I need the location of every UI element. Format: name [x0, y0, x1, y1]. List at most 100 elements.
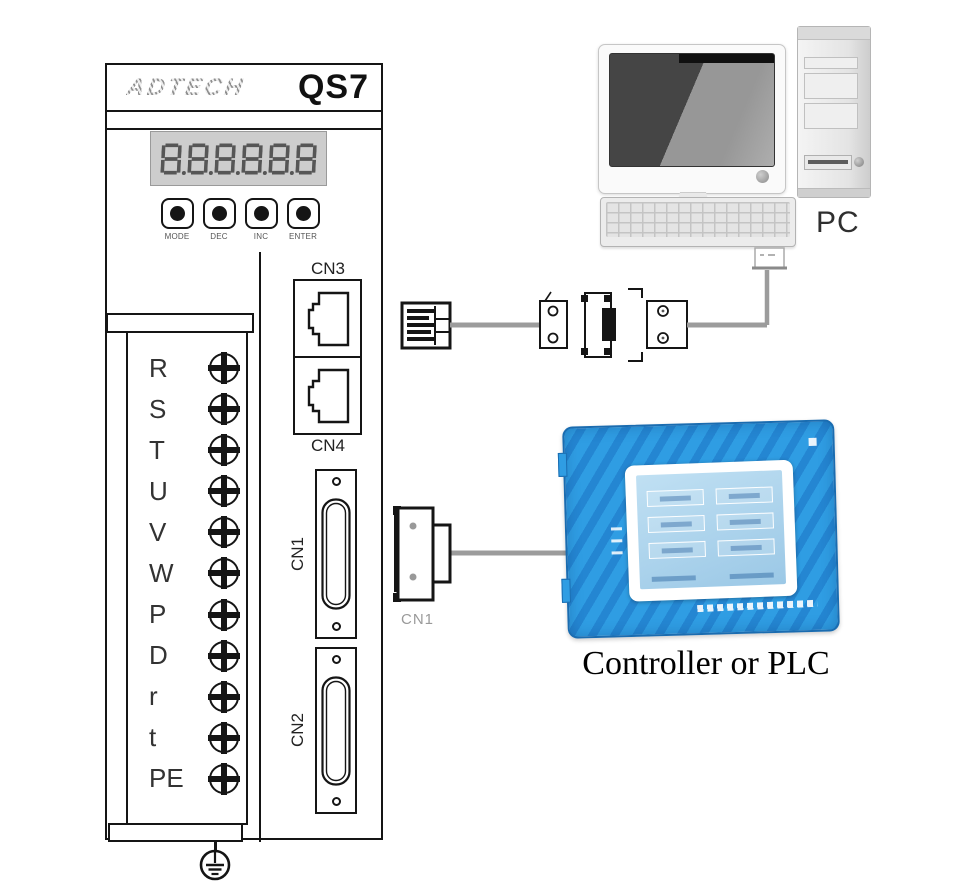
terminal-label: D — [149, 640, 168, 671]
mode-button-label: MODE — [164, 232, 190, 241]
screen-status-text — [651, 572, 774, 582]
terminal-label: V — [149, 516, 167, 547]
pc-monitor — [598, 44, 786, 194]
screw-icon — [209, 599, 239, 630]
cn1-label: CN1 — [288, 537, 307, 572]
terminal-row: U — [149, 474, 239, 508]
terminal-row: T — [149, 433, 239, 467]
screw-icon — [209, 394, 239, 425]
cn4-port — [293, 356, 362, 435]
dec-button: DEC — [202, 198, 236, 241]
terminal-row: P — [149, 598, 239, 632]
screen-button — [646, 488, 705, 508]
terminal-row: D — [149, 639, 239, 673]
cn1-cable-label: CN1 — [401, 611, 434, 628]
cn4-label: CN4 — [310, 436, 345, 455]
terminal-label: U — [149, 475, 168, 506]
terminal-label: P — [149, 599, 167, 630]
rj45-plug-icon — [400, 301, 452, 350]
mounting-hole — [331, 477, 341, 486]
mounting-hole — [331, 797, 341, 806]
tower-drive-bay — [804, 73, 858, 99]
screw-icon — [209, 722, 239, 753]
dsub-connector-icon — [321, 498, 351, 610]
seven-segment-display — [150, 131, 327, 186]
enter-button: ENTER — [286, 198, 320, 241]
terminal-row: V — [149, 515, 239, 549]
terminal-label: W — [149, 557, 174, 588]
terminal-cover-top — [106, 313, 254, 333]
protective-earth-icon — [199, 849, 231, 881]
rj45-jack-icon — [307, 368, 349, 423]
tower-base — [798, 188, 870, 197]
screen-button — [648, 540, 707, 560]
terminal-row: PE — [149, 762, 239, 796]
controller-hmi — [557, 419, 840, 639]
brand-logo: ADTECH — [124, 73, 248, 101]
terminal-row: S — [149, 392, 239, 426]
enter-button-label: ENTER — [288, 232, 318, 241]
terminal-cover-bottom — [108, 823, 243, 842]
pc-tower — [797, 26, 871, 198]
terminal-row: r — [149, 680, 239, 714]
corner-mark — [808, 437, 817, 446]
cn3-label: CN3 — [310, 259, 345, 278]
pc-keyboard — [600, 197, 796, 247]
screw-icon — [209, 640, 239, 671]
tower-power-button — [854, 157, 864, 167]
mounting-hole — [331, 655, 341, 664]
rj45-jack-icon — [307, 291, 349, 346]
terminal-label: R — [149, 352, 168, 383]
inc-button-label: INC — [253, 232, 269, 241]
terminal-label: S — [149, 393, 167, 424]
controller-bezel — [624, 459, 798, 602]
terminal-row: W — [149, 556, 239, 590]
controller-screen — [635, 470, 787, 590]
terminal-block: R S T U V W P D r t PE — [149, 351, 239, 796]
mounting-hole — [331, 622, 341, 631]
inc-button-face — [244, 198, 278, 229]
mounting-ear — [557, 452, 568, 477]
mode-button: MODE — [160, 198, 194, 241]
screw-icon — [209, 517, 239, 548]
screw-icon — [209, 558, 239, 589]
tower-drive-bay — [804, 57, 858, 69]
panel-divider-line — [259, 252, 261, 842]
cn2-port — [315, 647, 357, 814]
display-digits — [159, 143, 317, 175]
terminal-label: r — [149, 681, 158, 712]
mounting-ear — [561, 578, 572, 603]
keypad: MODE DEC INC ENTER — [160, 198, 320, 241]
screen-button — [716, 512, 775, 531]
screw-icon — [209, 353, 239, 383]
cn1-port — [315, 469, 357, 639]
dec-button-face — [202, 198, 236, 229]
monitor-power-button — [756, 170, 769, 183]
screen-button — [715, 486, 774, 505]
terminal-label: t — [149, 722, 157, 753]
cn1-cable-assembly: CN1 — [393, 506, 576, 628]
cn1-cable-connector-icon — [393, 506, 452, 602]
header-separator — [107, 112, 381, 130]
dec-button-label: DEC — [210, 232, 228, 241]
cn3-port — [293, 279, 362, 358]
status-indicators — [610, 527, 623, 555]
tower-top-cap — [798, 27, 870, 40]
terminal-label: T — [149, 434, 165, 465]
serial-cable-assembly — [400, 247, 787, 362]
screen-menu-buttons — [646, 486, 775, 560]
cn2-label: CN2 — [288, 713, 307, 748]
terminal-row: t — [149, 721, 239, 755]
pc-port-connector-icon — [752, 247, 787, 270]
keyboard-keys — [606, 202, 790, 237]
screw-icon — [209, 681, 239, 712]
screw-icon — [209, 763, 239, 794]
screen-button — [717, 538, 775, 557]
enter-button-face — [286, 198, 320, 229]
tower-drive-bay — [804, 103, 858, 129]
terminal-label: PE — [149, 763, 184, 794]
inc-button: INC — [244, 198, 278, 241]
screw-icon — [209, 476, 239, 507]
tower-disk-slot — [804, 155, 852, 170]
